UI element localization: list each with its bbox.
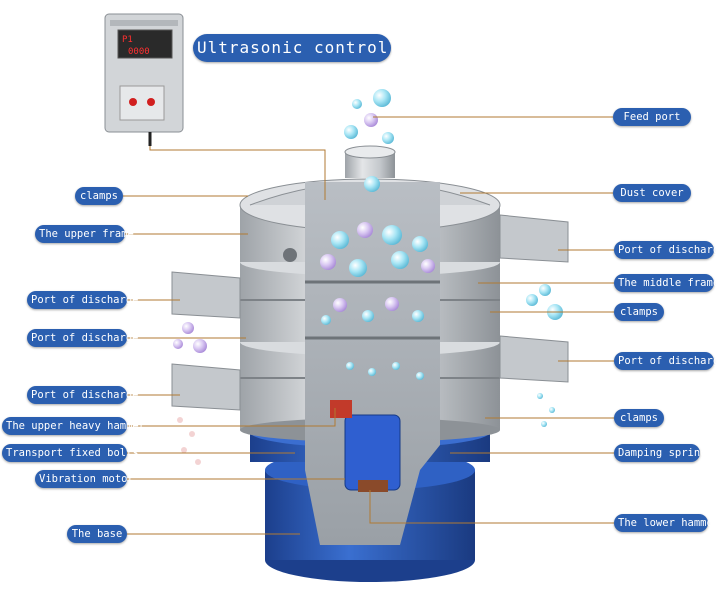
label-port-of-discharge-left-1: Port of discharge [27,291,138,309]
leader-lines [123,116,614,535]
label-transport-fixed-bolts: Transport fixed bolts [2,444,139,462]
label-port-of-discharge-left-2: Port of discharge [27,329,138,347]
label-port-of-discharge-right-1: Port of discharge [614,241,720,259]
material-bubbles [173,89,563,465]
cutaway-interior [305,182,440,545]
label-port-of-discharge-right-2: Port of discharge [614,352,720,370]
label-clamps-right-1: clamps [614,303,664,321]
ultrasonic-controller: P1 0000 [104,13,184,146]
label-upper-heavy-hammer: The upper heavy hammer [2,417,145,435]
label-lower-hammor: The lower hammor [614,514,719,532]
label-ultrasonic-controller: Ultrasonic controller [193,34,419,62]
controller-button-right [147,98,155,106]
controller-display: P1 [122,35,133,45]
label-vibration-motor: Vibration motor [35,470,134,488]
label-feed-port: Feed port [613,108,691,126]
label-clamps-left: clamps [75,187,123,205]
label-the-base: The base [67,525,127,543]
leader-lower-hammor [369,490,614,524]
discharge-spouts [171,214,569,411]
label-damping-spring: Damping spring [614,444,707,462]
controller-digits: 0000 [128,47,150,57]
leader-controller [149,146,326,200]
controller-button-left [129,98,137,106]
label-middle-frame: The middle frame [614,274,719,292]
leader-upper-hammer [127,408,336,427]
label-upper-frame: The upper frame [35,225,134,243]
label-dust-cover: Dust cover [613,184,691,202]
label-port-of-discharge-left-3: Port of discharge [27,386,138,404]
label-clamps-right-2: clamps [614,409,664,427]
